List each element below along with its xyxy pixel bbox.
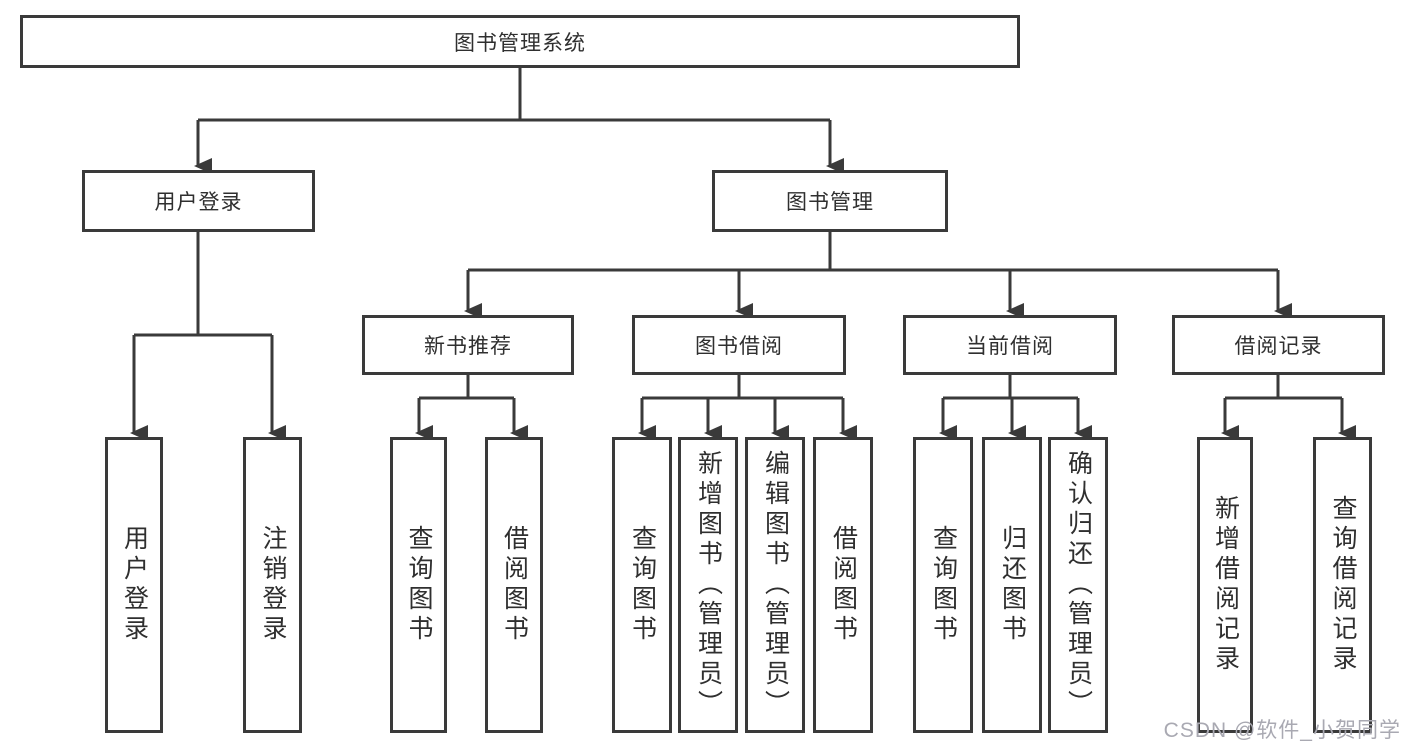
- node-leaf-edit-books-admin: 编辑图书（管理员）: [745, 437, 805, 733]
- node-leaf-add-borrow-record: 新增借阅记录: [1197, 437, 1253, 733]
- node-current-borrowing: 当前借阅: [903, 315, 1117, 375]
- node-user-login-branch: 用户登录: [82, 170, 315, 232]
- node-leaf-query-books-3: 查询图书: [913, 437, 973, 733]
- node-library-management-system: 图书管理系统: [20, 15, 1020, 68]
- node-leaf-query-books: 查询图书: [390, 437, 447, 733]
- node-leaf-user-login: 用户登录: [105, 437, 163, 733]
- node-new-book-recommend: 新书推荐: [362, 315, 574, 375]
- node-leaf-confirm-return-admin: 确认归还（管理员）: [1048, 437, 1108, 733]
- node-borrowing-records: 借阅记录: [1172, 315, 1385, 375]
- node-book-borrowing: 图书借阅: [632, 315, 846, 375]
- node-leaf-query-borrow-record: 查询借阅记录: [1313, 437, 1372, 733]
- csdn-watermark: CSDN @软件_小贺同学: [1163, 719, 1401, 742]
- node-leaf-logout: 注销登录: [243, 437, 302, 733]
- node-leaf-borrow-books: 借阅图书: [485, 437, 543, 733]
- node-leaf-add-books-admin: 新增图书（管理员）: [678, 437, 738, 733]
- node-leaf-return-books: 归还图书: [982, 437, 1042, 733]
- node-book-management-branch: 图书管理: [712, 170, 948, 232]
- node-leaf-query-books-2: 查询图书: [612, 437, 672, 733]
- node-leaf-borrow-books-2: 借阅图书: [813, 437, 873, 733]
